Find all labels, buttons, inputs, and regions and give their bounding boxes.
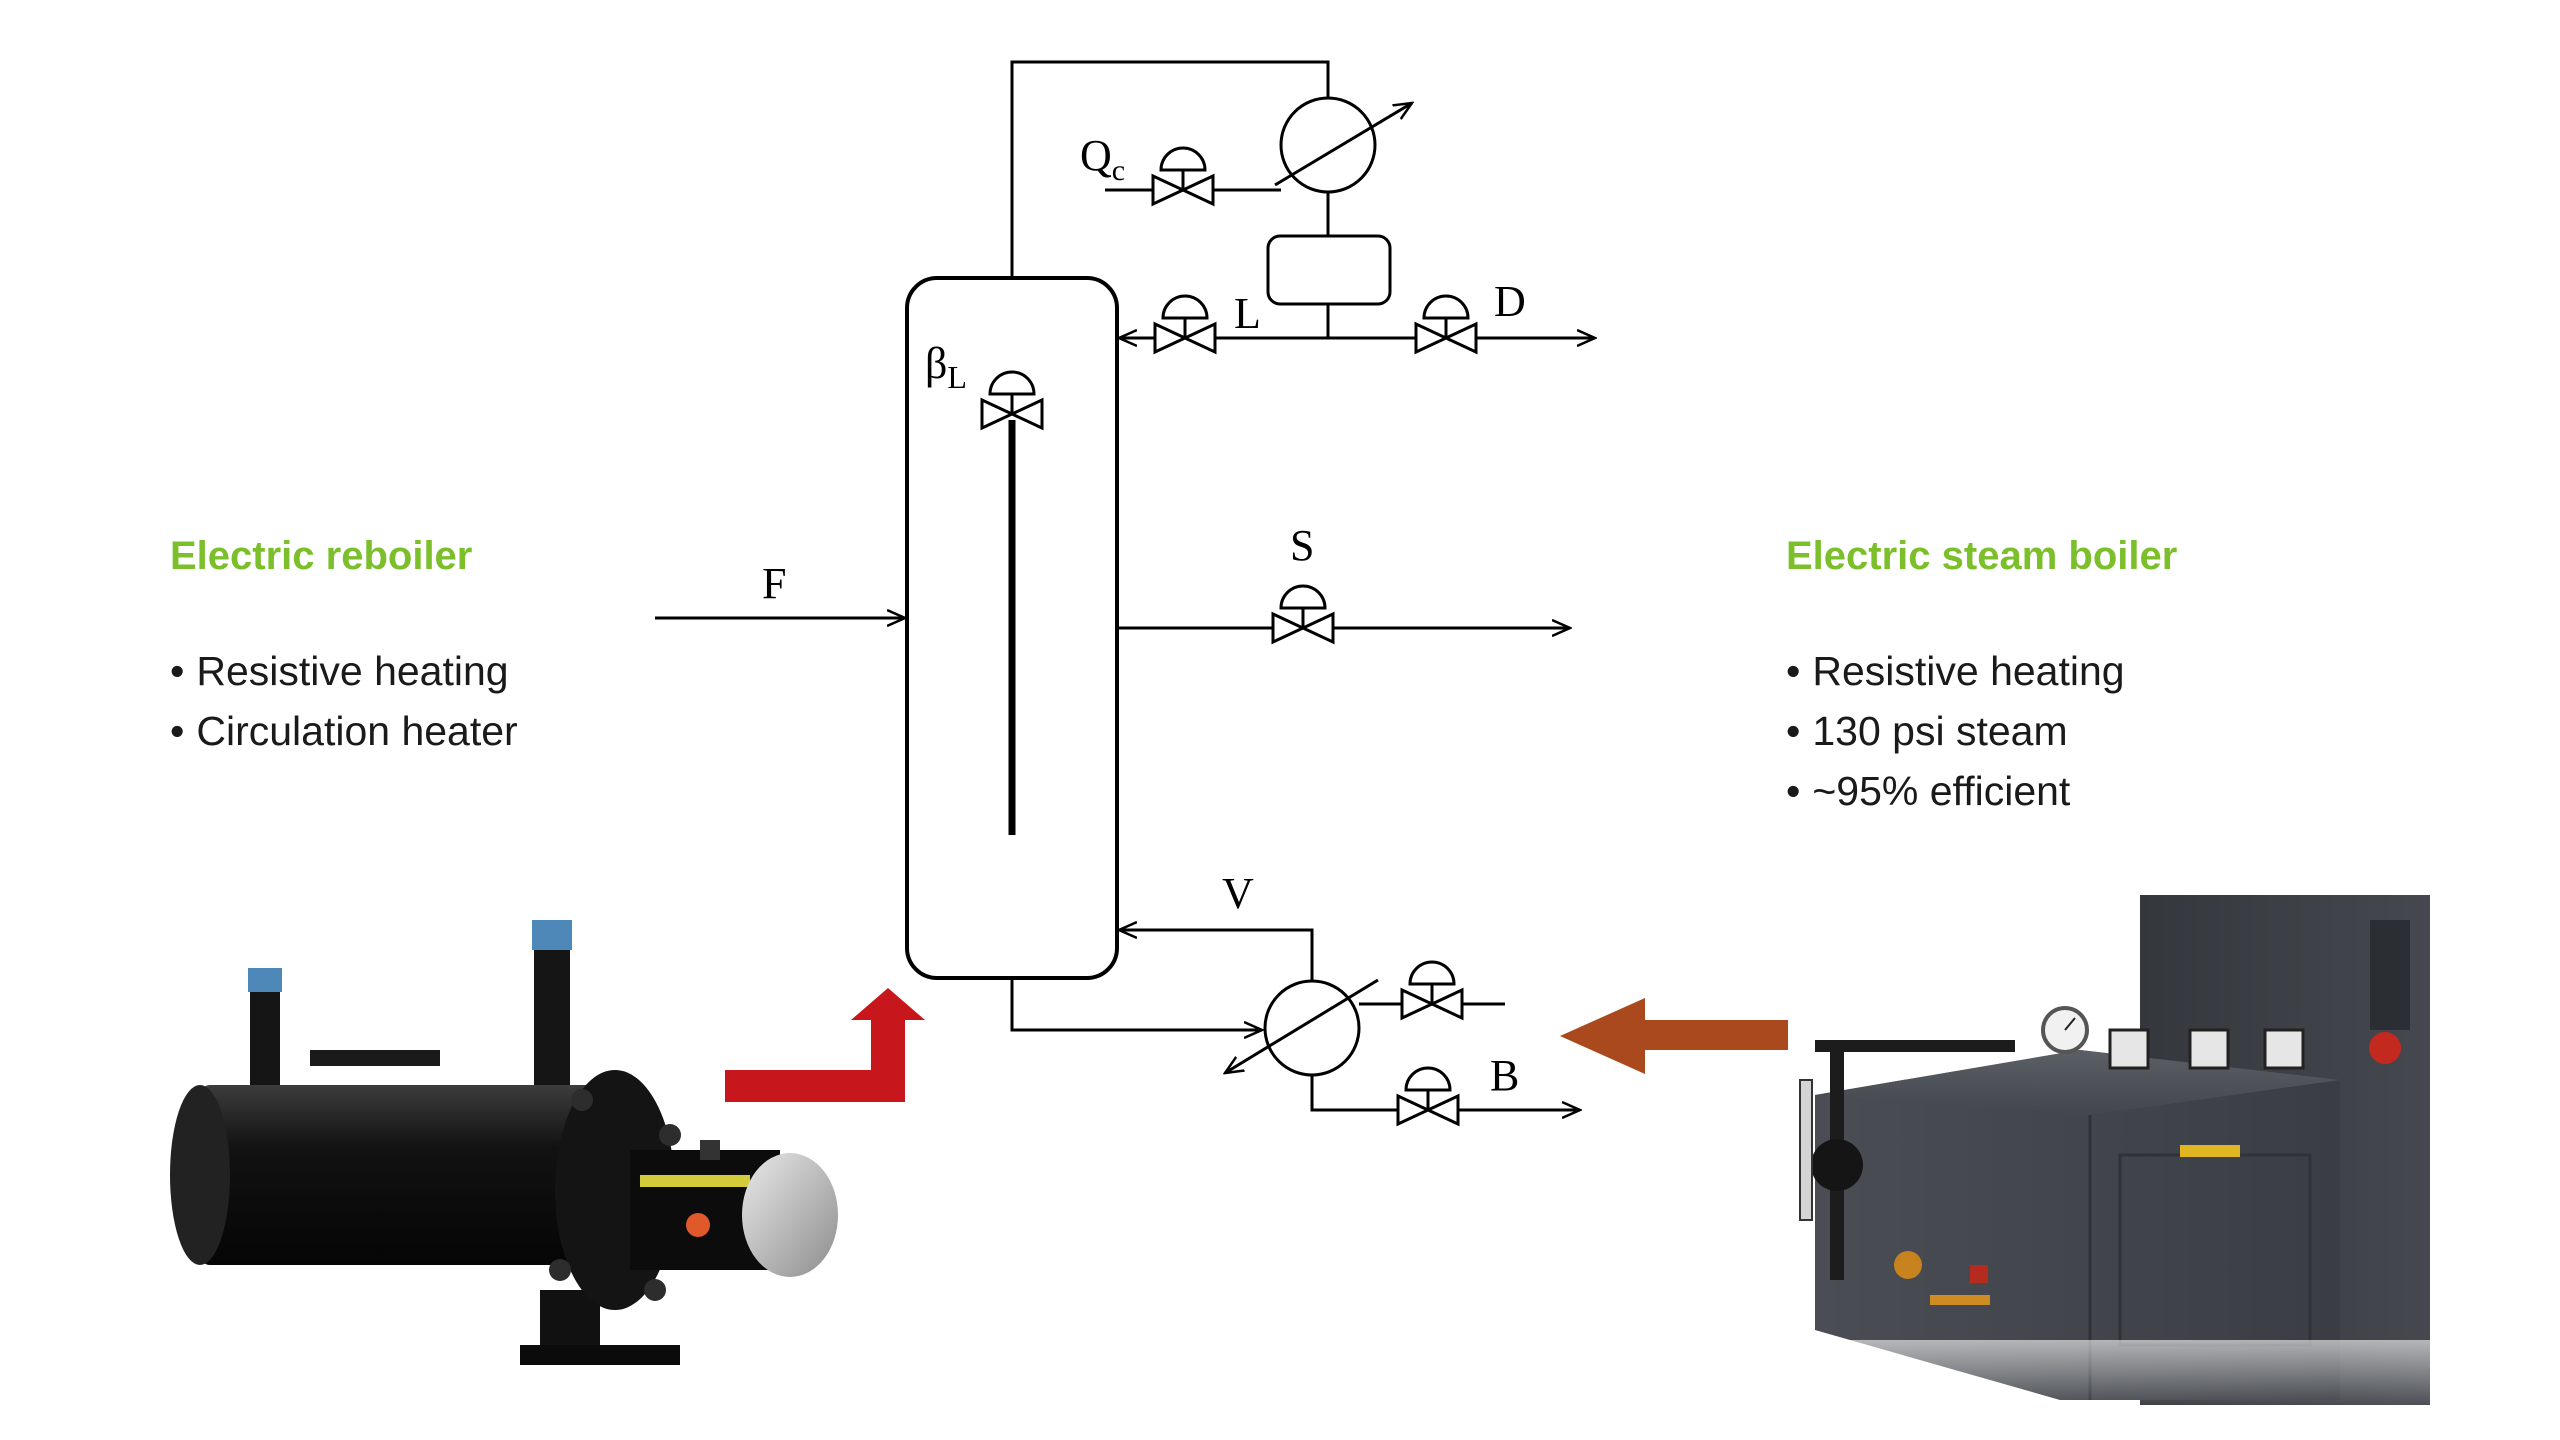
control-valve-icon [1414, 294, 1478, 355]
list-item: ~95% efficient [1786, 761, 2177, 821]
electric-reboiler-photo [170, 920, 838, 1365]
distillate-label: D [1494, 277, 1526, 326]
electric-steam-boiler-panel: Electric steam boiler Resistive heating … [1786, 534, 2177, 821]
control-valve-icon [1396, 1066, 1460, 1127]
feed-label: F [762, 559, 786, 608]
flow-arrow-icon [725, 988, 925, 1102]
list-item: 130 psi steam [1786, 701, 2177, 761]
list-item: Resistive heating [170, 641, 518, 701]
bottoms-line [1310, 1075, 1580, 1110]
electric-reboiler-panel: Electric reboiler Resistive heating Circ… [170, 534, 518, 761]
feature-list: Resistive heating Circulation heater [170, 641, 518, 761]
vapor-label: V [1222, 869, 1254, 918]
overhead-line [1010, 60, 1330, 278]
reflux-label: L [1234, 289, 1261, 338]
vapor-return-line [1119, 930, 1314, 980]
control-valve-icon [1400, 960, 1464, 1021]
panel-title: Electric reboiler [170, 534, 473, 578]
reflux-drum-icon [1266, 234, 1392, 306]
control-valve-icon [1271, 584, 1335, 645]
control-valve-icon [1151, 146, 1215, 207]
control-valve-icon [1153, 294, 1217, 355]
list-item: Resistive heating [1786, 641, 2177, 701]
list-item: Circulation heater [170, 701, 517, 761]
control-valve-icon [980, 370, 1044, 431]
flow-arrow-icon [1560, 998, 1788, 1074]
panel-title: Electric steam boiler [1786, 534, 2178, 578]
bottoms-label: B [1490, 1051, 1519, 1100]
heat-exchanger-icon [1225, 978, 1379, 1077]
bottoms-to-reboiler-line [1010, 978, 1262, 1030]
beta-label: βL [925, 339, 967, 395]
feature-list: Resistive heating 130 psi steam ~95% eff… [1786, 641, 2177, 821]
side-draw-label: S [1290, 521, 1314, 570]
electric-steam-boiler-photo [1790, 895, 2450, 1410]
heat-exchanger-icon [1274, 96, 1412, 194]
condenser-duty-label: Qc [1080, 131, 1125, 187]
